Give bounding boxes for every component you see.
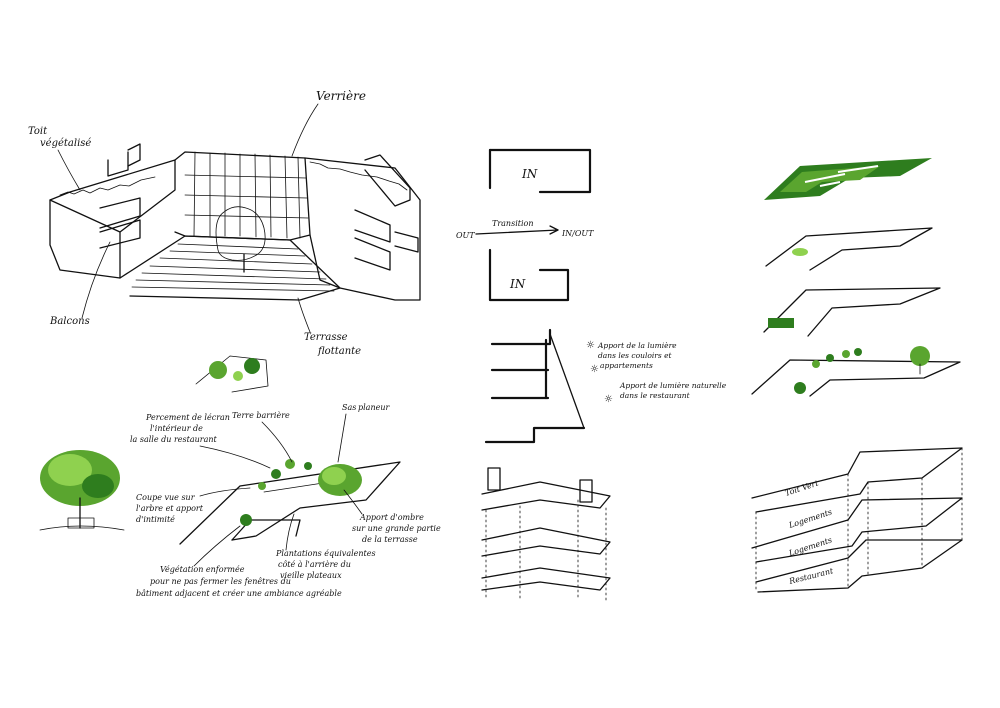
sun-icons: ☼ ☼ ☼ <box>586 340 613 405</box>
label-percee-2: l'intérieur de <box>150 424 203 433</box>
label-lumiere-1-3: appartements <box>600 361 653 370</box>
label-ombre-2: sur une grande partie <box>352 524 441 533</box>
label-percee-3: la salle du restaurant <box>130 435 218 444</box>
label-ombre-3: de la terrasse <box>362 535 418 544</box>
label-balcons: Balcons <box>49 316 90 327</box>
label-veg-1: Végétation enformée <box>160 565 245 574</box>
label-in-top: IN <box>521 167 538 181</box>
label-plant-2: côté à l'arrière du <box>278 560 351 569</box>
label-sas-1: Sas <box>342 403 356 412</box>
stacked-section <box>481 467 611 601</box>
label-transition: Transition <box>492 219 534 228</box>
in-out-diagram <box>475 148 592 302</box>
sun-icon: ☼ <box>586 340 595 351</box>
program-stack <box>751 447 963 593</box>
label-in-bottom: IN <box>509 277 526 291</box>
label-prog-log2: Logements <box>787 536 833 559</box>
label-veg-2: pour ne pas fermer les fenêtres du <box>150 577 291 586</box>
label-lumiere-2-1: Apport de lumière naturelle <box>619 381 727 390</box>
label-toit-2: végétalisé <box>40 138 91 149</box>
terrace-plan <box>179 459 401 545</box>
exploded-green-axo <box>751 158 961 397</box>
label-out: OUT <box>456 231 475 240</box>
label-prog-toit: Toit Vert <box>784 478 820 498</box>
willow-tree-sketch <box>39 450 125 531</box>
label-lumiere-2-2: dans le restaurant <box>620 391 691 400</box>
label-in-out: IN/OUT <box>561 229 594 238</box>
label-veg-3: bâtiment adjacent et créer une ambiance … <box>136 589 342 598</box>
sun-icon: ☼ <box>604 394 613 405</box>
label-toit-1: Toit <box>28 126 48 137</box>
label-lumiere-1-1: Apport de la lumière <box>597 341 677 350</box>
label-terrasse-1: Terrasse <box>304 332 348 343</box>
label-terrasse-2: flottante <box>317 346 361 357</box>
terrace-annotations: Percement de lécran l'intérieur de la sa… <box>130 403 441 598</box>
light-section <box>484 328 586 444</box>
label-plant-3: vieille plateaux <box>280 571 342 580</box>
label-terre: Terre barrière <box>232 411 290 420</box>
label-coupe-3: d'intimité <box>136 515 175 524</box>
sun-icon: ☼ <box>590 364 599 375</box>
label-percee-1: Percement de lécran <box>145 413 230 422</box>
label-sas-2: planeur <box>358 403 390 412</box>
label-prog-resto: Restaurant <box>787 566 835 586</box>
label-lumiere-1-2: dans les couloirs et <box>598 351 673 360</box>
label-coupe-1: Coupe vue sur <box>136 493 196 502</box>
planter-vignette <box>195 355 269 393</box>
label-coupe-2: l'arbre et apport <box>136 504 204 513</box>
label-verriere: Verrière <box>316 89 366 103</box>
perspective-sketch <box>49 143 421 301</box>
perspective-annotations: Toit végétalisé Verrière Balcons Terrass… <box>28 89 366 357</box>
label-plant-1: Plantations équivalentes <box>275 549 376 558</box>
label-ombre-1: Apport d'ombre <box>359 513 424 522</box>
